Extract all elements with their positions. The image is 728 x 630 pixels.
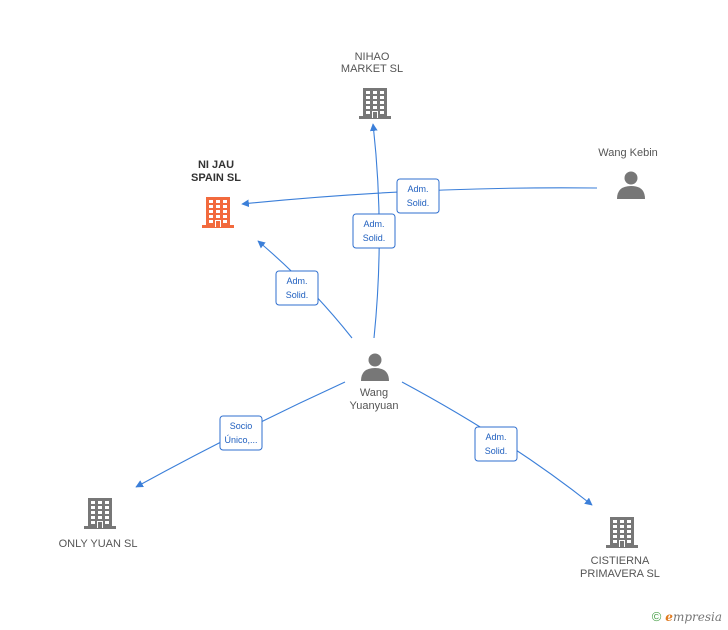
edge-label[interactable]: Adm. Solid. [474,426,518,462]
edge-yuanyuan-cistierna: Adm. Solid. [401,381,593,506]
edge-label-text: Adm. [363,219,384,229]
edge-label[interactable]: Adm. Solid. [352,213,396,249]
edges-layer: Adm. Solid. Adm. Solid. Adm. Solid. SocioÚnico… [135,123,598,506]
node-label: Yuanyuan [350,400,399,412]
node-label: Wang [360,387,388,399]
edge-label-text: Solid. [485,446,508,456]
person-icon [617,171,645,199]
edge-label-box [352,213,396,249]
brand-rest: mpresia [672,609,722,624]
node-label: ONLY YUAN SL [59,538,138,550]
edge-label-text: Adm. [407,184,428,194]
building-icon [606,517,638,548]
node-label: Wang Kebin [598,147,658,159]
edge-label[interactable]: Adm. Solid. [396,178,440,214]
footer-brand: © empresia [652,609,722,624]
edge-yuanyuan-nijau: Adm. Solid. [257,240,353,339]
node-kebin[interactable]: Wang Kebin [598,147,658,199]
edge-label[interactable]: SocioÚnico,... [219,415,263,451]
edge-label-box [275,270,319,306]
node-label: CISTIERNA [591,555,650,567]
building-icon [84,498,116,529]
edge-kebin-nijau: Adm. Solid. [241,178,598,214]
edge-label-text: Socio [230,421,253,431]
edge-label[interactable]: Adm. Solid. [275,270,319,306]
node-label: NIHAO [355,51,390,63]
brand-initial: e [665,609,673,624]
node-label: NI JAU [198,159,234,171]
edge-label-box [474,426,518,462]
edge-label-text: Solid. [286,290,309,300]
edge-label-text: Adm. [286,276,307,286]
copyright-symbol: © [651,609,662,624]
brand-logo[interactable]: empresia [665,610,722,624]
edge-label-text: Solid. [407,198,430,208]
edge-yuanyuan-nihao: Adm. Solid. [352,123,396,339]
node-label: MARKET SL [341,63,403,75]
edge-label-text: Solid. [363,233,386,243]
building-icon [202,197,234,228]
edge-label-box [396,178,440,214]
edge-label-box [219,415,263,451]
building-icon [359,88,391,119]
node-onlyyuan[interactable]: ONLY YUAN SL [59,498,138,550]
node-label: PRIMAVERA SL [580,568,660,580]
edge-label-text: Adm. [485,432,506,442]
edge-label-text: Único,... [224,435,257,445]
node-label: SPAIN SL [191,172,241,184]
person-icon [361,353,389,381]
edge-yuanyuan-onlyyuan: SocioÚnico,... [135,381,346,488]
